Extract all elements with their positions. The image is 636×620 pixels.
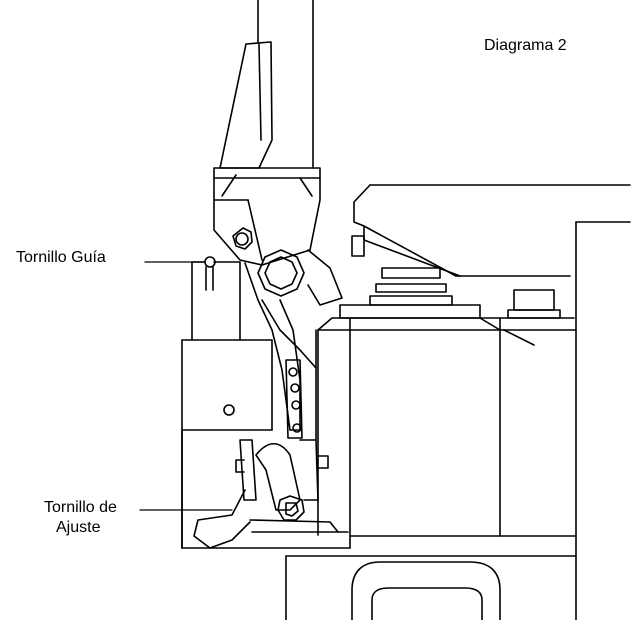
lower-plate (182, 430, 350, 548)
linkage-arm (245, 250, 342, 440)
label-guide-screw: Tornillo Guía (16, 249, 106, 266)
adjust-screw-assembly (194, 440, 328, 548)
upper-head-block (214, 168, 320, 265)
right-upper-housing (352, 185, 630, 620)
bottom-base (286, 556, 575, 620)
upper-shaft (220, 0, 313, 168)
main-body (318, 318, 576, 548)
left-housing (182, 262, 272, 548)
label-adjust-screw-line2: Ajuste (56, 519, 101, 536)
guide-screw (205, 257, 240, 290)
hex-nut-upper (233, 228, 252, 249)
label-adjust-screw-line1: Tornillo de (44, 499, 117, 516)
hex-nut-large (258, 250, 304, 296)
diagram-title: Diagrama 2 (484, 37, 567, 54)
